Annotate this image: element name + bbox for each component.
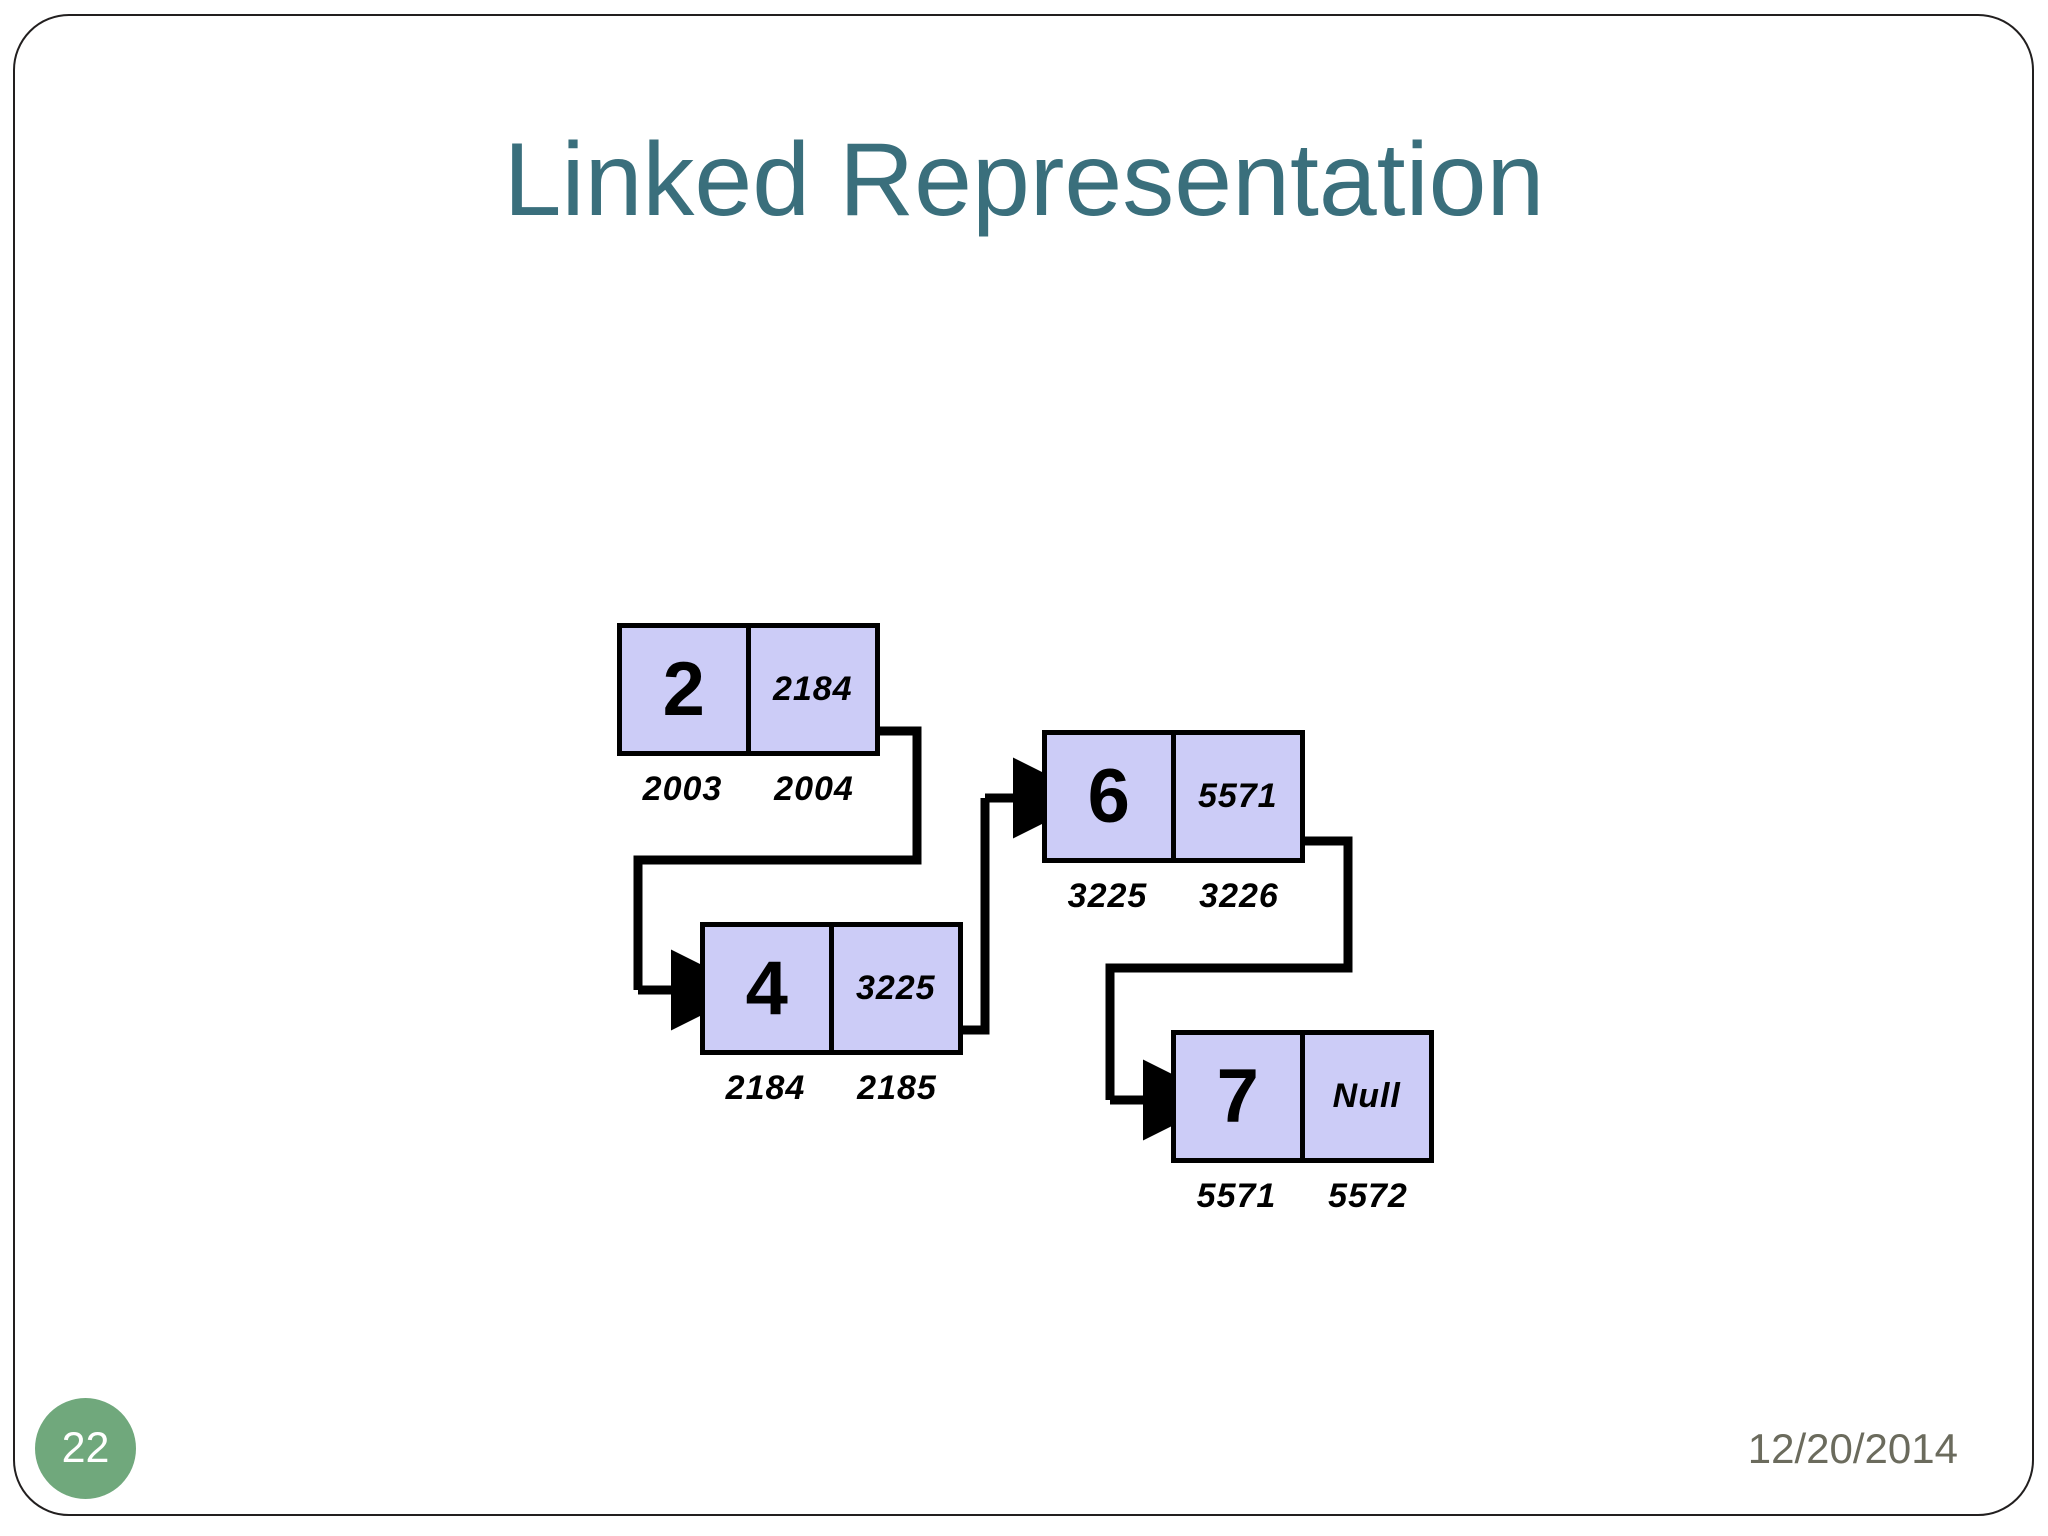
list-node-7[interactable]: 7 Null [1171,1030,1434,1163]
node-2-address-row: 2003 2004 [617,770,880,809]
page-title: Linked Representation [503,122,1545,238]
node-4-data-cell: 4 [705,927,834,1050]
node-7-data-address: 5571 [1196,1177,1277,1215]
node-6-next-cell: 5571 [1176,735,1300,858]
node-4-next-value: 3225 [855,969,936,1007]
node-2-next-address: 2004 [774,770,854,808]
page-number-badge: 22 [35,1398,136,1499]
node-6-data-value: 6 [1087,754,1130,839]
node-2-next-value: 2184 [772,670,853,708]
node-2-data-value: 2 [662,647,705,732]
node-2-data-cell: 2 [622,628,751,751]
list-node-4[interactable]: 4 3225 [700,922,963,1055]
node-6-address-row: 3225 3226 [1042,877,1305,916]
node-6-data-cell: 6 [1047,735,1176,858]
node-2-next-cell: 2184 [751,628,875,751]
node-7-data-value: 7 [1216,1054,1259,1139]
node-6-data-address: 3225 [1067,877,1148,915]
list-node-2[interactable]: 2 2184 [617,623,880,756]
node-7-data-cell: 7 [1176,1035,1305,1158]
node-4-data-value: 4 [745,946,788,1031]
node-7-next-value: Null [1332,1077,1401,1115]
node-7-address-row: 5571 5572 [1171,1177,1434,1216]
node-7-next-cell: Null [1305,1035,1429,1158]
node-4-data-address: 2184 [725,1069,806,1107]
node-4-next-address: 2185 [857,1069,937,1107]
node-4-next-cell: 3225 [834,927,958,1050]
list-node-6[interactable]: 6 5571 [1042,730,1305,863]
node-6-next-value: 5571 [1197,777,1278,815]
node-7-next-address: 5572 [1328,1177,1408,1215]
page-number-label: 22 [61,1424,110,1472]
node-4-address-row: 2184 2185 [700,1069,963,1108]
node-2-data-address: 2003 [642,770,723,808]
footer-date: 12/20/2014 [1747,1425,1958,1472]
node-6-next-address: 3226 [1199,877,1279,915]
